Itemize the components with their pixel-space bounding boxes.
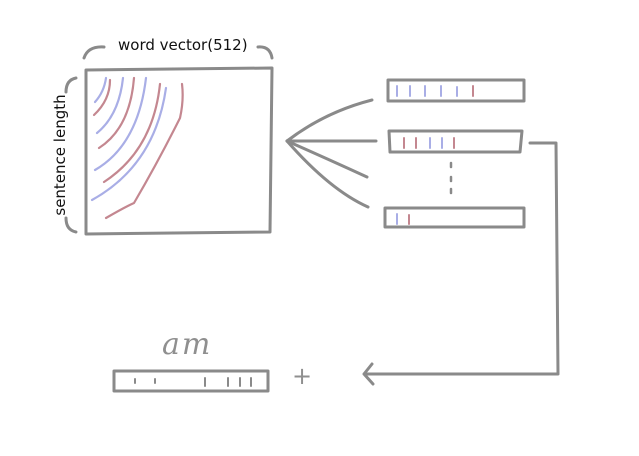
wave-blue-3 — [93, 76, 148, 172]
height-brace — [64, 76, 78, 234]
plus-sign: + — [292, 362, 313, 390]
embedding-matrix — [84, 66, 274, 236]
word-label: am — [162, 327, 213, 362]
wave-red-2 — [97, 76, 136, 150]
wave-blue-1 — [93, 76, 108, 104]
wave-red-1 — [92, 78, 112, 117]
width-brace — [82, 45, 274, 60]
return-arrow — [362, 141, 560, 386]
word-vector-size-label: word vector(512) — [118, 36, 248, 54]
wave-red-3 — [102, 82, 162, 184]
row-vector-last — [383, 206, 526, 229]
wave-blue-4 — [90, 86, 168, 202]
row-vector-2 — [387, 129, 524, 154]
wave-blue-2 — [95, 76, 125, 135]
word-vector — [112, 369, 270, 393]
matrix-waves — [90, 76, 184, 220]
split-arrows — [285, 98, 378, 209]
wave-red-4 — [104, 82, 184, 220]
sentence-length-label: sentence length — [51, 94, 69, 216]
row-vector-1 — [386, 78, 526, 103]
